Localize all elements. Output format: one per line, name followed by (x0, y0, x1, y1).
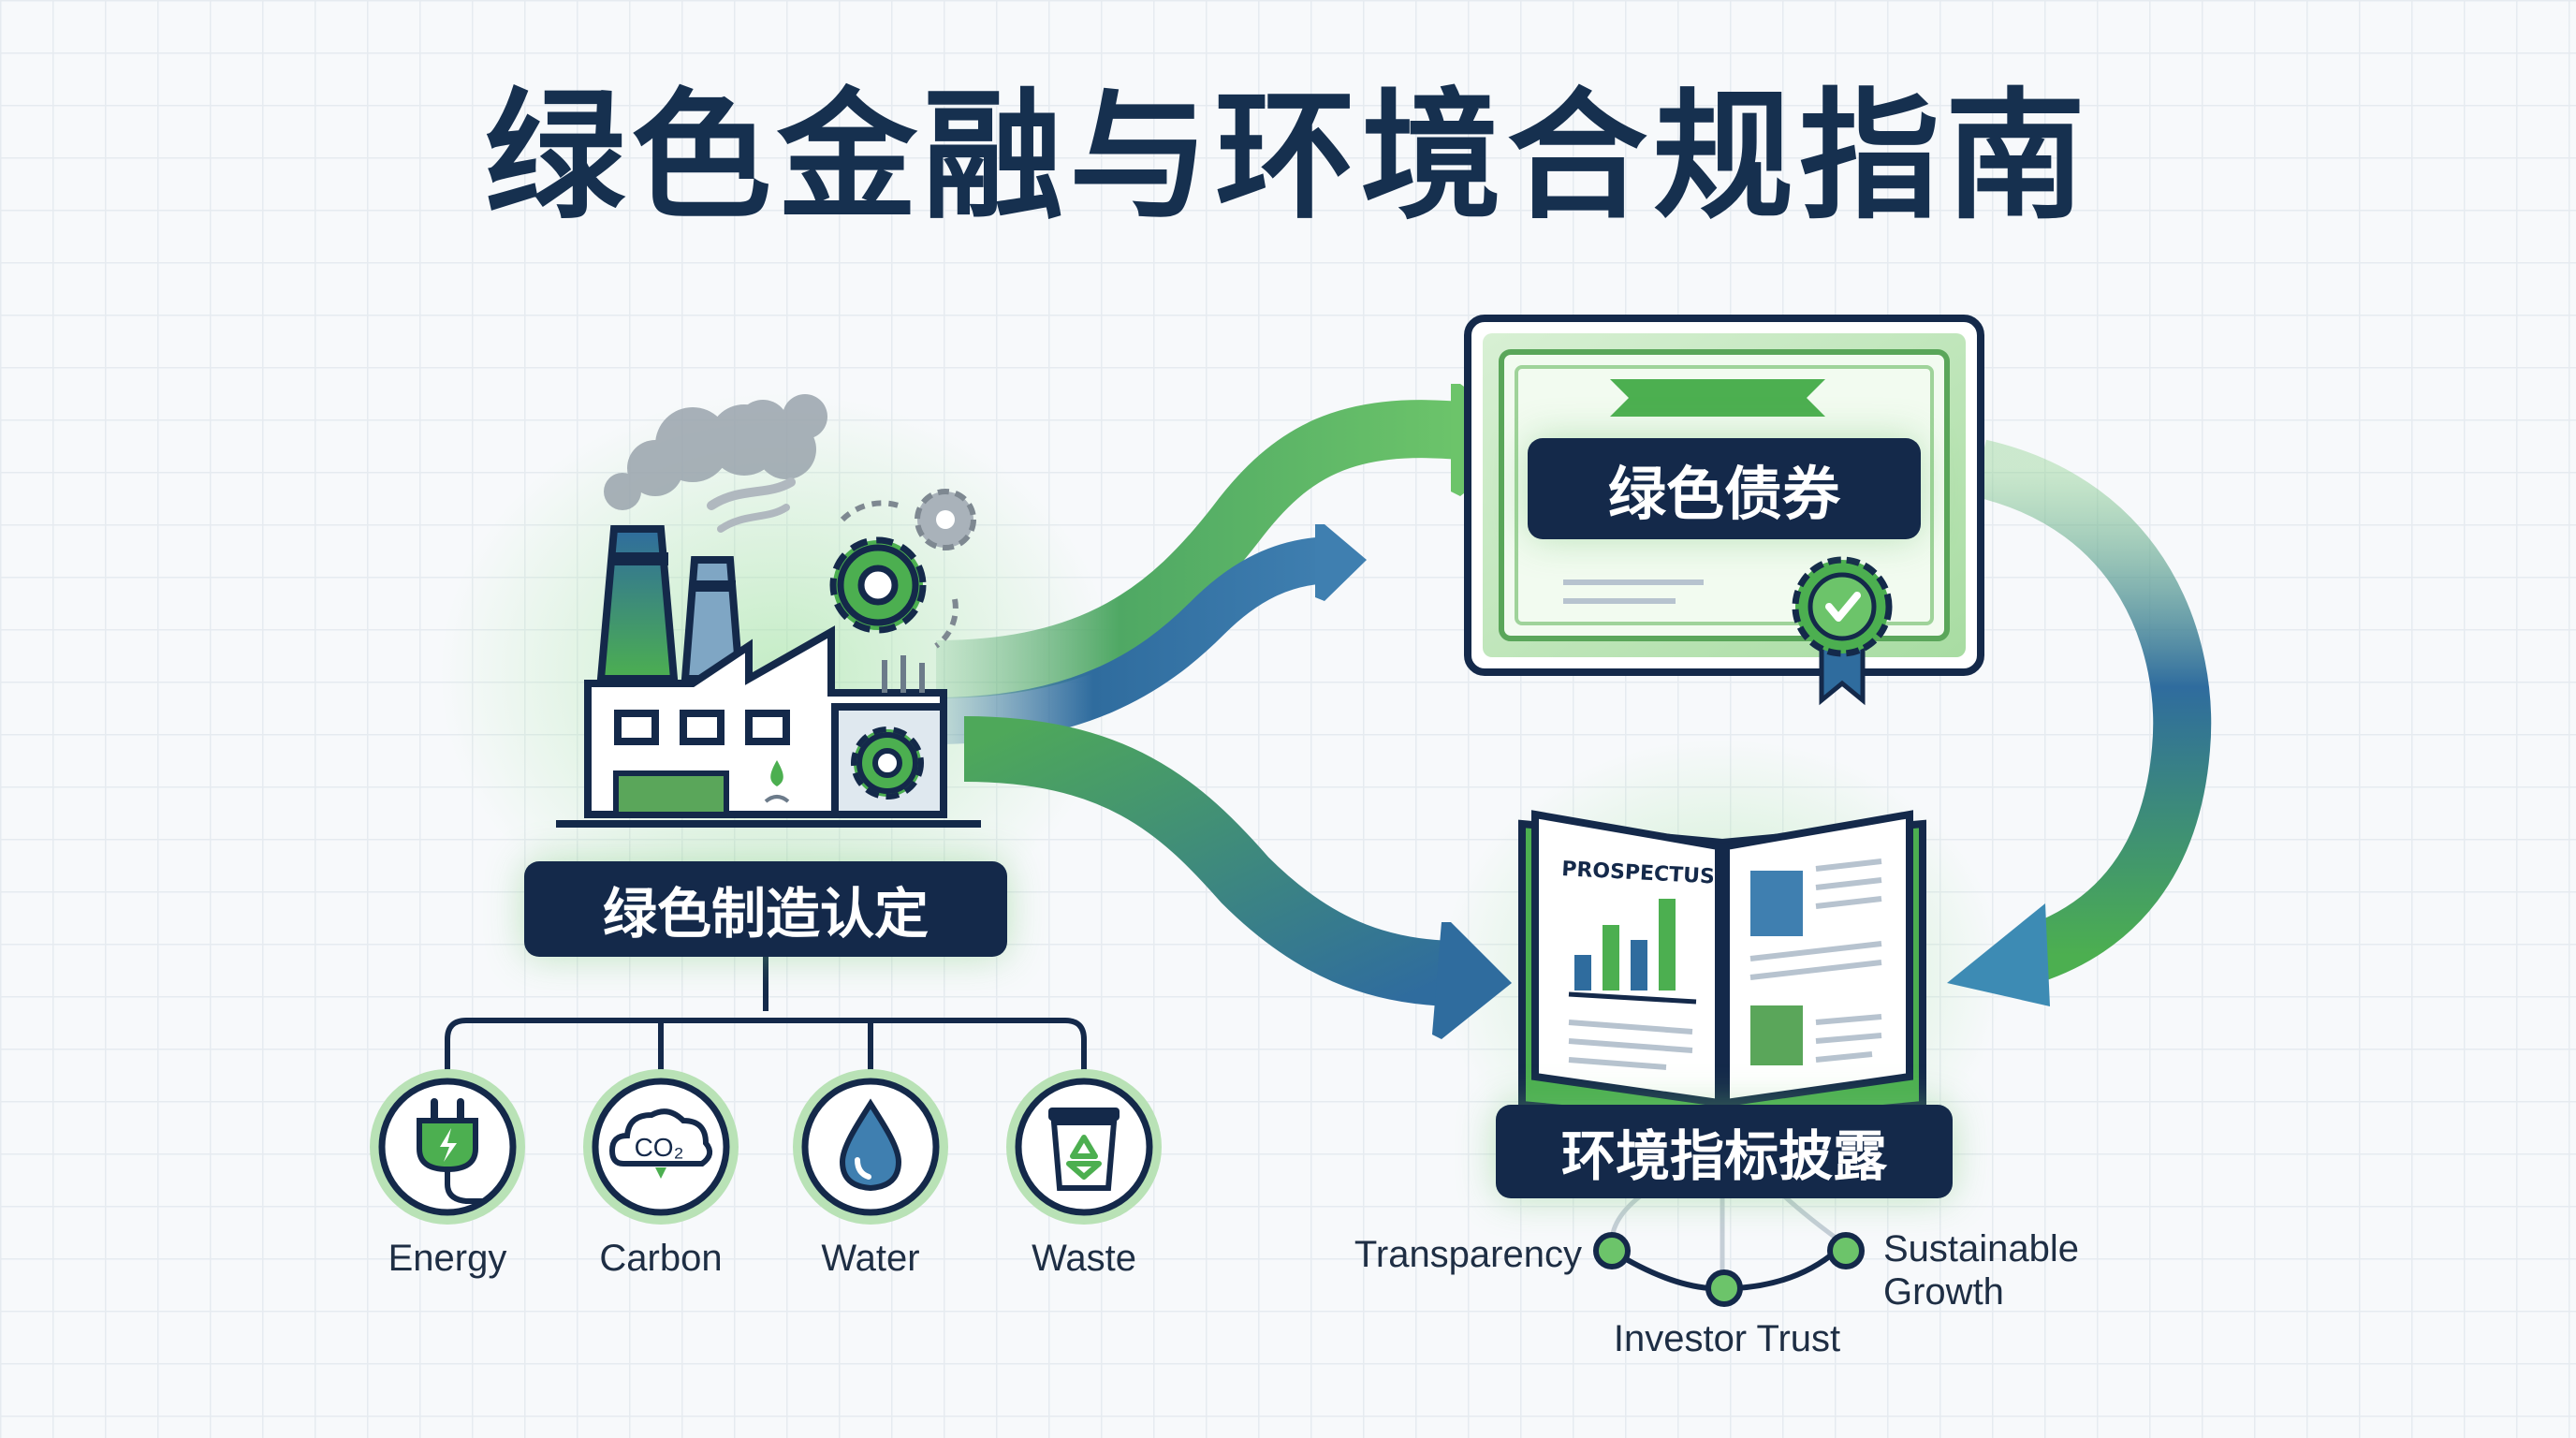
outcome-label-sustainable-line2: Growth (1883, 1271, 2004, 1313)
prospectus-book: PROSPECTUS (1518, 810, 1926, 1128)
outcome-label-sustainable-line1: Sustainable (1883, 1228, 2080, 1269)
node-label-disclosure: 环境指标披露 (1496, 1105, 1953, 1198)
arrow-bond-to-disclosure (1972, 439, 2212, 983)
arrow-factory-to-disclosure (963, 716, 1461, 1006)
arrow-head-disclosure (1432, 922, 1512, 1039)
factory-illustration (556, 394, 981, 828)
co2-cloud-icon: CO₂ (608, 1108, 713, 1179)
water-drop-small-icon (770, 760, 783, 786)
node-label-manufacturing: 绿色制造认定 (524, 861, 1007, 957)
seal-check-icon (1792, 556, 1893, 706)
metric-circle-energy (370, 1069, 525, 1225)
node-transparency (1593, 1232, 1631, 1269)
arrow-head-bond-to-disclosure (1947, 903, 2050, 1006)
gear-icon (829, 536, 927, 634)
outcome-label-transparency: Transparency (1354, 1234, 1582, 1275)
ribbon-banner (1610, 379, 1825, 417)
arrow-factory-to-bond-blue (935, 536, 1331, 744)
metric-label-carbon: Carbon (599, 1238, 723, 1279)
plug-icon (417, 1098, 485, 1204)
outcome-label-investor-trust: Investor Trust (1613, 1318, 1841, 1359)
node-label-bond: 绿色债券 (1528, 438, 1921, 539)
outcome-network (1593, 1188, 1865, 1307)
node-sustainable-growth (1827, 1232, 1865, 1269)
page-title: 绿色金融与环境合规指南 (484, 76, 2091, 239)
co2-label: CO₂ (635, 1133, 684, 1162)
metric-circle-water (793, 1069, 948, 1225)
metric-label-energy: Energy (388, 1238, 507, 1279)
metric-tree-connectors (445, 957, 1087, 1077)
arrow-factory-to-bond-green (935, 400, 1463, 698)
node-investor-trust (1705, 1269, 1743, 1307)
arrow-head-blue-bond (1315, 524, 1367, 601)
metric-label-waste: Waste (1032, 1238, 1136, 1279)
metric-label-water: Water (821, 1238, 920, 1279)
smoke-icon (604, 394, 827, 510)
metric-circle-carbon: CO₂ (583, 1069, 739, 1225)
recycle-bin-icon (1048, 1108, 1120, 1191)
metric-circle-waste (1006, 1069, 1162, 1225)
gear-building-icon (851, 726, 924, 800)
chimney-tall (596, 525, 679, 682)
gear-small-icon (915, 489, 976, 550)
